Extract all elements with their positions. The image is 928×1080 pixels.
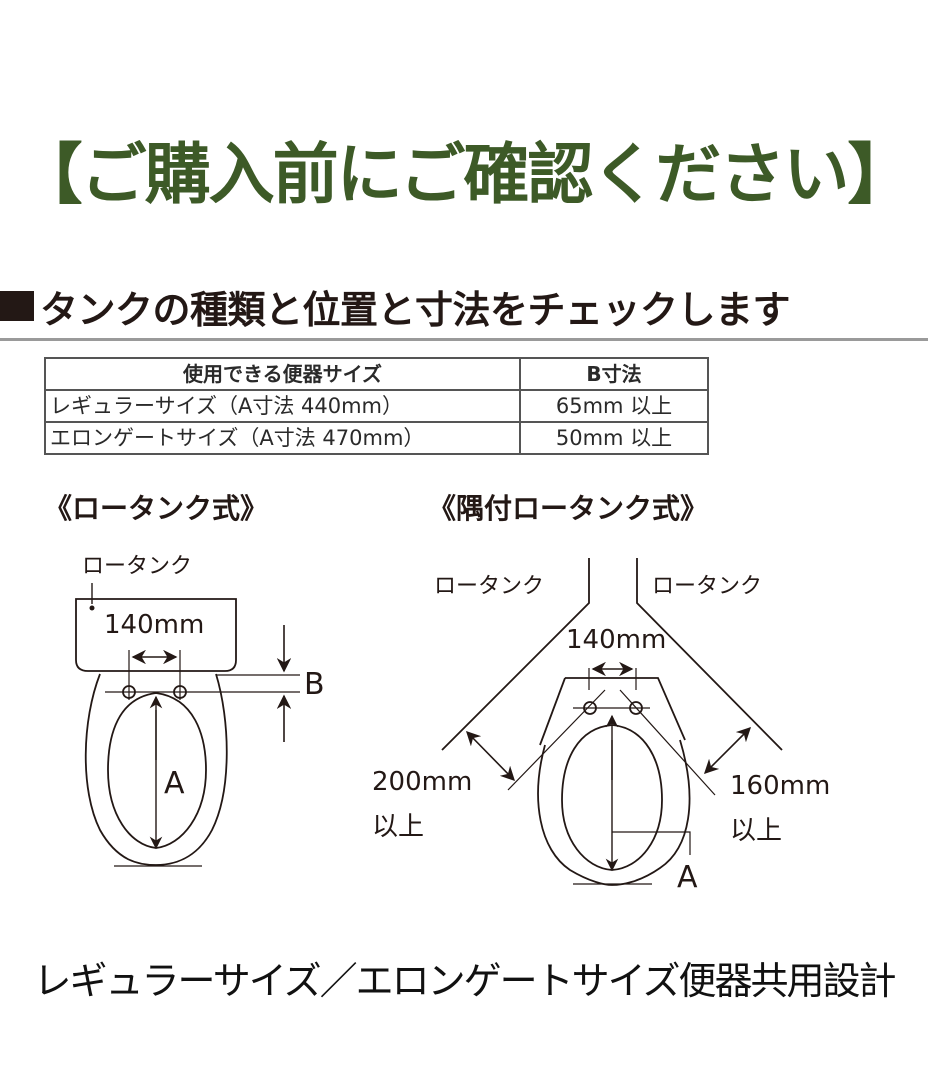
- square-bullet-icon: [0, 291, 34, 321]
- corner-tank-label-right: ロータンク: [652, 574, 763, 599]
- low-tank-title: 《ロータンク式》: [44, 492, 269, 525]
- table-row: エロンゲートサイズ（A寸法 470mm） 50mm 以上: [44, 421, 709, 455]
- section-divider: [0, 338, 928, 341]
- corner-tank-left-clearance: 200mm: [372, 767, 473, 797]
- corner-tank-right-clearance-suffix: 以上: [730, 816, 783, 846]
- table-row: レギュラーサイズ（A寸法 440mm） 65mm 以上: [44, 389, 709, 423]
- section-header: タンクの種類と位置と寸法をチェックします: [0, 278, 791, 334]
- table-header-row: 使用できる便器サイズ B寸法: [44, 357, 709, 391]
- corner-tank-dim-a: A: [677, 860, 698, 895]
- corner-tank-right-clearance: 160mm: [730, 771, 831, 801]
- table-cell-b-dimension: 50mm 以上: [519, 421, 709, 455]
- table-header-size: 使用できる便器サイズ: [44, 357, 521, 391]
- table-cell-b-dimension: 65mm 以上: [519, 389, 709, 423]
- low-tank-dim-a: A: [164, 766, 185, 801]
- spec-table: 使用できる便器サイズ B寸法 レギュラーサイズ（A寸法 440mm） 65mm …: [44, 357, 709, 455]
- low-tank-dim-b: B: [304, 667, 325, 702]
- corner-tank-left-clearance-suffix: 以上: [372, 812, 425, 842]
- footer-caption: レギュラーサイズ／エロンゲートサイズ便器共用設計: [33, 959, 897, 1003]
- section-header-text: タンクの種類と位置と寸法をチェックします: [40, 287, 791, 332]
- table-header-b-dimension: B寸法: [519, 357, 709, 391]
- low-tank-label: ロータンク: [82, 554, 193, 579]
- low-tank-hole-spacing: 140mm: [104, 610, 205, 640]
- corner-tank-title: 《隅付ロータンク式》: [428, 492, 709, 525]
- page-title: 【ご購入前にご確認ください】: [16, 136, 914, 213]
- corner-tank-hole-spacing: 140mm: [566, 625, 667, 655]
- table-cell-size: レギュラーサイズ（A寸法 440mm）: [44, 389, 521, 423]
- corner-tank-label-left: ロータンク: [434, 574, 545, 599]
- table-cell-size: エロンゲートサイズ（A寸法 470mm）: [44, 421, 521, 455]
